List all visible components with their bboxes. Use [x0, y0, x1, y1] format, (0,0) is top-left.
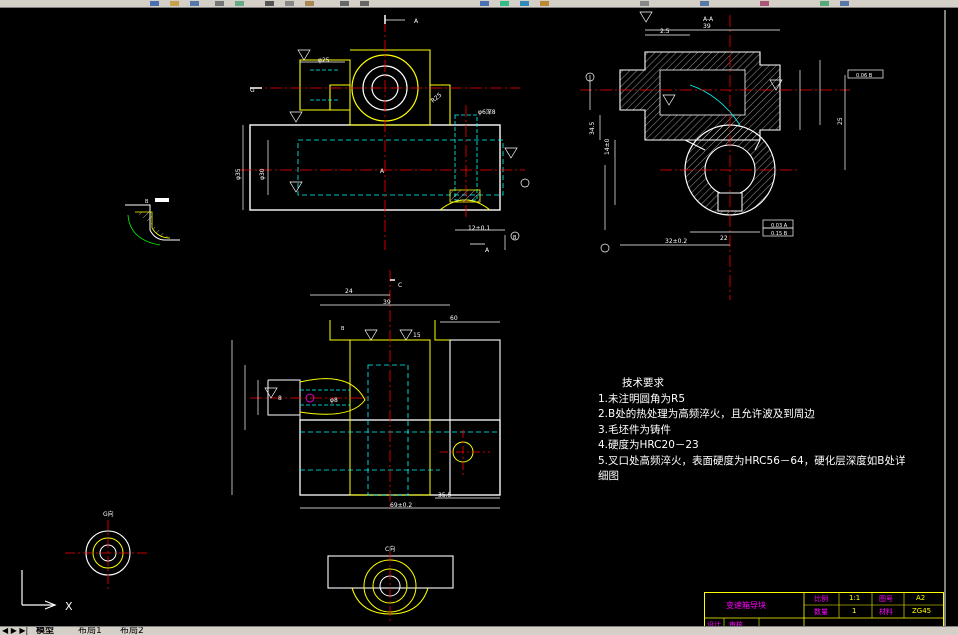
toolbar-icon-design-center[interactable]	[700, 1, 709, 6]
title-block-qty-label: 数量	[814, 608, 828, 616]
tech-req-line-3: 3.毛坯件为铸件	[598, 423, 672, 436]
label-cut-a-bot: A	[485, 247, 490, 254]
title-block-scale-label: 比例	[814, 595, 828, 603]
toolbar-icon-open[interactable]	[170, 1, 179, 6]
dim-39: 39	[703, 23, 711, 30]
toolbar-icon-new[interactable]	[150, 1, 159, 6]
toolbar-icon-undo[interactable]	[340, 1, 349, 6]
dim-15-lower: 15	[413, 332, 421, 339]
dim-69: 69±0.2	[390, 502, 412, 509]
title-block-sheet-value: A2	[916, 594, 926, 602]
section-title-a-a: A-A	[703, 16, 714, 23]
dim-8: 8	[278, 395, 282, 402]
title-block-design-label: 设计	[707, 621, 721, 629]
tech-req-title: 技术要求	[622, 377, 664, 389]
toolbar-icon-print[interactable]	[215, 1, 224, 6]
tab-layout1[interactable]: 布局1	[78, 626, 102, 635]
tol-frame-1: 0.06 B	[856, 73, 873, 79]
title-block[interactable]: 变速箱导块 比例 1:1 图号 A2 数量 1 材料 ZG45 设计 审核	[704, 592, 944, 634]
dim-25-right: 25	[837, 117, 844, 125]
toolbar-icon-cut[interactable]	[265, 1, 274, 6]
dim-r25: R25	[430, 91, 444, 104]
dim-22: 22	[720, 235, 728, 242]
lower-view[interactable]: 24 39 60 8 φ8 35.5 69±0.2 15 C B	[231, 270, 501, 510]
tab-layout2[interactable]: 布局2	[120, 626, 144, 635]
tech-req-line-2: 2.B处的热处理为高频淬火，且允许波及到周边	[598, 408, 815, 420]
label-cut-a-mid: A	[380, 168, 385, 175]
tol-frame-3: 0.15 B	[771, 231, 788, 237]
dim-39-lower: 39	[383, 299, 391, 306]
tech-req-line-6: 细图	[598, 470, 619, 482]
toolbar-icon-tool-palettes[interactable]	[760, 1, 769, 6]
dim-phi25: φ25	[318, 57, 330, 64]
dim-34-5: 34.5	[589, 121, 596, 135]
tol-frame-2: 0.03 A	[771, 223, 788, 229]
title-block-material-value: ZG45	[912, 607, 932, 615]
view-c[interactable]: C向	[327, 545, 454, 622]
dim-phi35: φ35	[235, 168, 242, 180]
toolbar-icon-zoom-prev[interactable]	[540, 1, 549, 6]
label-detail-b: B	[145, 199, 149, 205]
label-view-c: C	[398, 282, 402, 289]
label-cut-b: B	[513, 235, 517, 241]
dim-60: 60	[450, 315, 458, 322]
view-g[interactable]: G向	[65, 510, 150, 590]
ucs-x-label: X	[65, 600, 73, 613]
dim-2-5: 2.5	[660, 28, 670, 35]
ucs-icon: X	[21, 570, 73, 613]
layout-tabs-bar: ◀ ▶ ▶| 模型 布局1 布局2	[0, 626, 958, 635]
toolbar-strip	[0, 0, 958, 8]
tab-model[interactable]: 模型	[36, 626, 55, 635]
technical-requirements: 技术要求 1.未注明圆角为R5 2.B处的热处理为高频淬火，且允许波及到周边 3…	[598, 376, 905, 485]
toolbar-icon-redo[interactable]	[360, 1, 369, 6]
title-block-sheet-label: 图号	[879, 595, 893, 603]
toolbar-icon-preview[interactable]	[235, 1, 244, 6]
toolbar-icon-pan[interactable]	[480, 1, 489, 6]
label-view-c-dir: C向	[385, 545, 395, 553]
tab-nav-arrows[interactable]: ◀ ▶ ▶|	[2, 626, 29, 635]
tech-req-line-4: 4.硬度为HRC20－23	[598, 439, 699, 451]
label-lower-b: B	[341, 326, 345, 332]
dim-phi6: φ6深8	[478, 108, 496, 116]
label-cut-a-top: A	[414, 18, 419, 25]
toolbar-icon-properties[interactable]	[640, 1, 649, 6]
tech-req-line-5: 5.叉口处高频淬火，表面硬度为HRC56－64，硬化层深度如B处详	[598, 454, 906, 467]
detail-b-view[interactable]: B	[125, 198, 180, 246]
dim-35-5: 35.5	[438, 492, 452, 499]
dim-12: 12±0.1	[468, 225, 490, 232]
dim-32: 32±0.2	[665, 238, 687, 245]
section-a-a-view[interactable]: A-A 39 2.5 34.5 14±0 32±0.2 22 25 0.06 B…	[580, 11, 884, 300]
title-block-check-label: 审核	[729, 621, 743, 629]
toolbar-icon-paste[interactable]	[305, 1, 314, 6]
toolbar-icon-save[interactable]	[190, 1, 199, 6]
title-block-qty-value: 1	[852, 607, 857, 615]
title-block-scale-value: 1:1	[849, 594, 861, 602]
toolbar-icon-zoom-window[interactable]	[520, 1, 529, 6]
label-view-g: G向	[103, 510, 114, 518]
toolbar-icon-calc[interactable]	[820, 1, 829, 6]
toolbar-icon-copy[interactable]	[285, 1, 294, 6]
model-space-canvas[interactable]: φ25 R25 φ6深8 12±0.1 φ35 φ30 A A A G B B	[0, 8, 958, 626]
tech-req-line-1: 1.未注明圆角为R5	[598, 392, 685, 405]
toolbar-icon-zoom[interactable]	[500, 1, 509, 6]
dim-24: 24	[345, 288, 353, 295]
dim-phi8: φ8	[330, 397, 338, 404]
title-block-part-name: 变速箱导块	[726, 601, 766, 610]
main-view[interactable]: φ25 R25 φ6深8 12±0.1 φ35 φ30 A A A G B	[235, 15, 530, 254]
label-cut-g: G	[250, 87, 255, 94]
dim-14: 14±0	[604, 138, 611, 155]
title-block-material-label: 材料	[879, 608, 893, 616]
dim-phi30: φ30	[259, 168, 266, 180]
toolbar-icon-help[interactable]	[840, 1, 849, 6]
